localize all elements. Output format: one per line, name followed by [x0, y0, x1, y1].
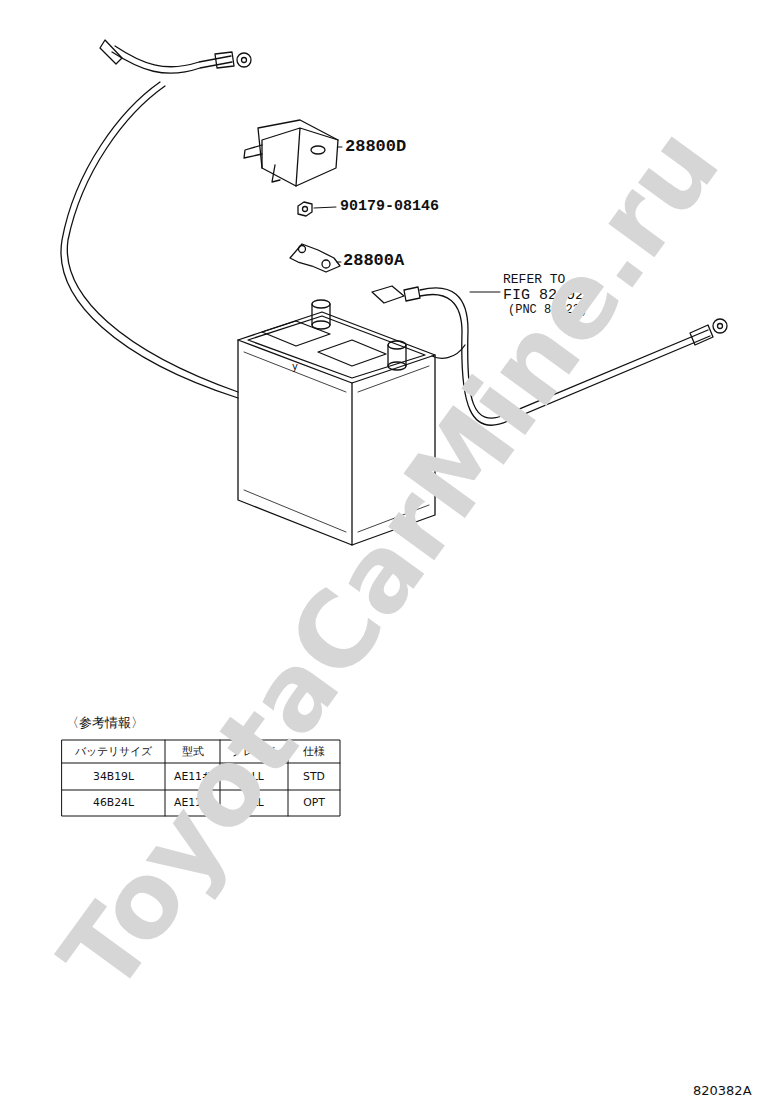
cable — [115, 46, 231, 67]
terminal-post — [312, 321, 330, 329]
cable-sleeve — [215, 52, 234, 68]
battery — [244, 352, 429, 392]
eyelet — [237, 53, 251, 67]
table-header: バッテリサイズ — [62, 746, 165, 758]
part-number: 28800D — [345, 138, 406, 157]
terminal-post — [388, 362, 406, 370]
cable-sleeve — [690, 325, 713, 345]
eyelet — [713, 319, 727, 333]
terminal-clamp — [372, 286, 404, 303]
nut — [303, 207, 308, 212]
nut — [298, 202, 312, 216]
battery — [238, 312, 435, 383]
table-title: 〈参考情報〉 — [66, 716, 144, 730]
terminal-post — [312, 300, 330, 308]
eyelet — [718, 324, 723, 329]
battery-lid — [248, 316, 425, 378]
leader-line — [314, 207, 336, 208]
table-cell: 34B19L — [62, 771, 165, 783]
terminal-clamp — [404, 287, 420, 301]
eyelet — [242, 58, 247, 63]
leader-line — [338, 147, 342, 148]
cable-branch — [432, 345, 465, 358]
terminal-cover — [258, 120, 338, 186]
part-number: 28800A — [343, 252, 404, 271]
battery-lid — [262, 321, 330, 346]
battery-mark: y — [292, 361, 298, 372]
terminal-post — [388, 341, 406, 349]
terminal-clamp — [299, 246, 306, 253]
watermark: ToyotaCarMine.ru — [40, 108, 740, 1012]
terminal-cover — [311, 146, 325, 154]
cable — [61, 82, 238, 398]
cable-sleeve — [100, 40, 122, 64]
battery-lid — [318, 340, 386, 366]
terminal-clamp — [322, 260, 330, 268]
table-cell: OPT — [288, 797, 340, 809]
terminal-clamp — [290, 244, 340, 272]
cable — [67, 86, 238, 392]
figure-number: 820382A — [693, 1084, 752, 1098]
part-number: 90179-08146 — [340, 199, 439, 216]
terminal-cover — [244, 145, 280, 182]
battery — [238, 340, 352, 545]
leader-line — [337, 262, 341, 263]
leader-line — [470, 292, 500, 293]
